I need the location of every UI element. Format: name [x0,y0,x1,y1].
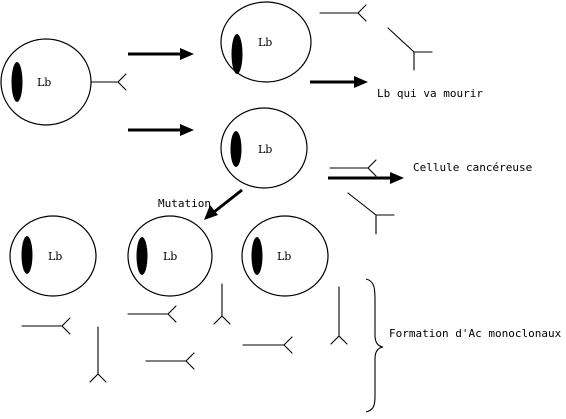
nucleus [230,131,242,167]
cell-label: Lb [163,250,177,263]
nucleus [231,34,243,74]
arrow-to-cancer-label [328,172,404,184]
cell-cancer: Lb [220,107,308,189]
nucleus [251,237,263,275]
cell-label: Lb [258,143,272,156]
cell-label: Lb [48,250,62,263]
arrow-to-cancer-cell [128,124,194,136]
cell-clone-2: Lb [127,215,213,297]
cell-clone-3: Lb [241,215,329,297]
antibody-icon [319,4,367,22]
mutation-label: Mutation [158,197,211,210]
antibody-icon [89,326,107,383]
cell-label: Lb [37,76,51,89]
antibody-icon [213,283,231,325]
antibody-icon [347,192,395,235]
antibody-icon [90,73,127,91]
antibody-icon [330,286,348,345]
arrow-to-dying-label [310,76,368,88]
arrow-to-dying-cell [128,48,194,60]
nucleus [136,237,148,275]
arrow-mutation [204,188,243,220]
antibody-icon [21,317,71,335]
cell-clone-1: Lb [9,215,97,297]
antibody-icon [145,352,195,370]
antibody-icon [242,336,293,354]
formation-label: Formation d'Ac monoclonaux [389,327,562,340]
curly-brace [365,278,384,413]
cell-label: Lb [258,36,272,49]
cancer-cell-label: Cellule cancéreuse [413,161,532,174]
antibody-icon [329,159,377,177]
nucleus [21,236,33,274]
dying-cell-label: Lb qui va mourir [377,87,483,100]
nucleus [11,62,23,102]
cell-dying: Lb [220,1,312,83]
cell-label: Lb [277,250,291,263]
antibody-icon [127,305,177,323]
cell-origin: Lb [0,38,92,126]
antibody-icon [387,27,433,71]
